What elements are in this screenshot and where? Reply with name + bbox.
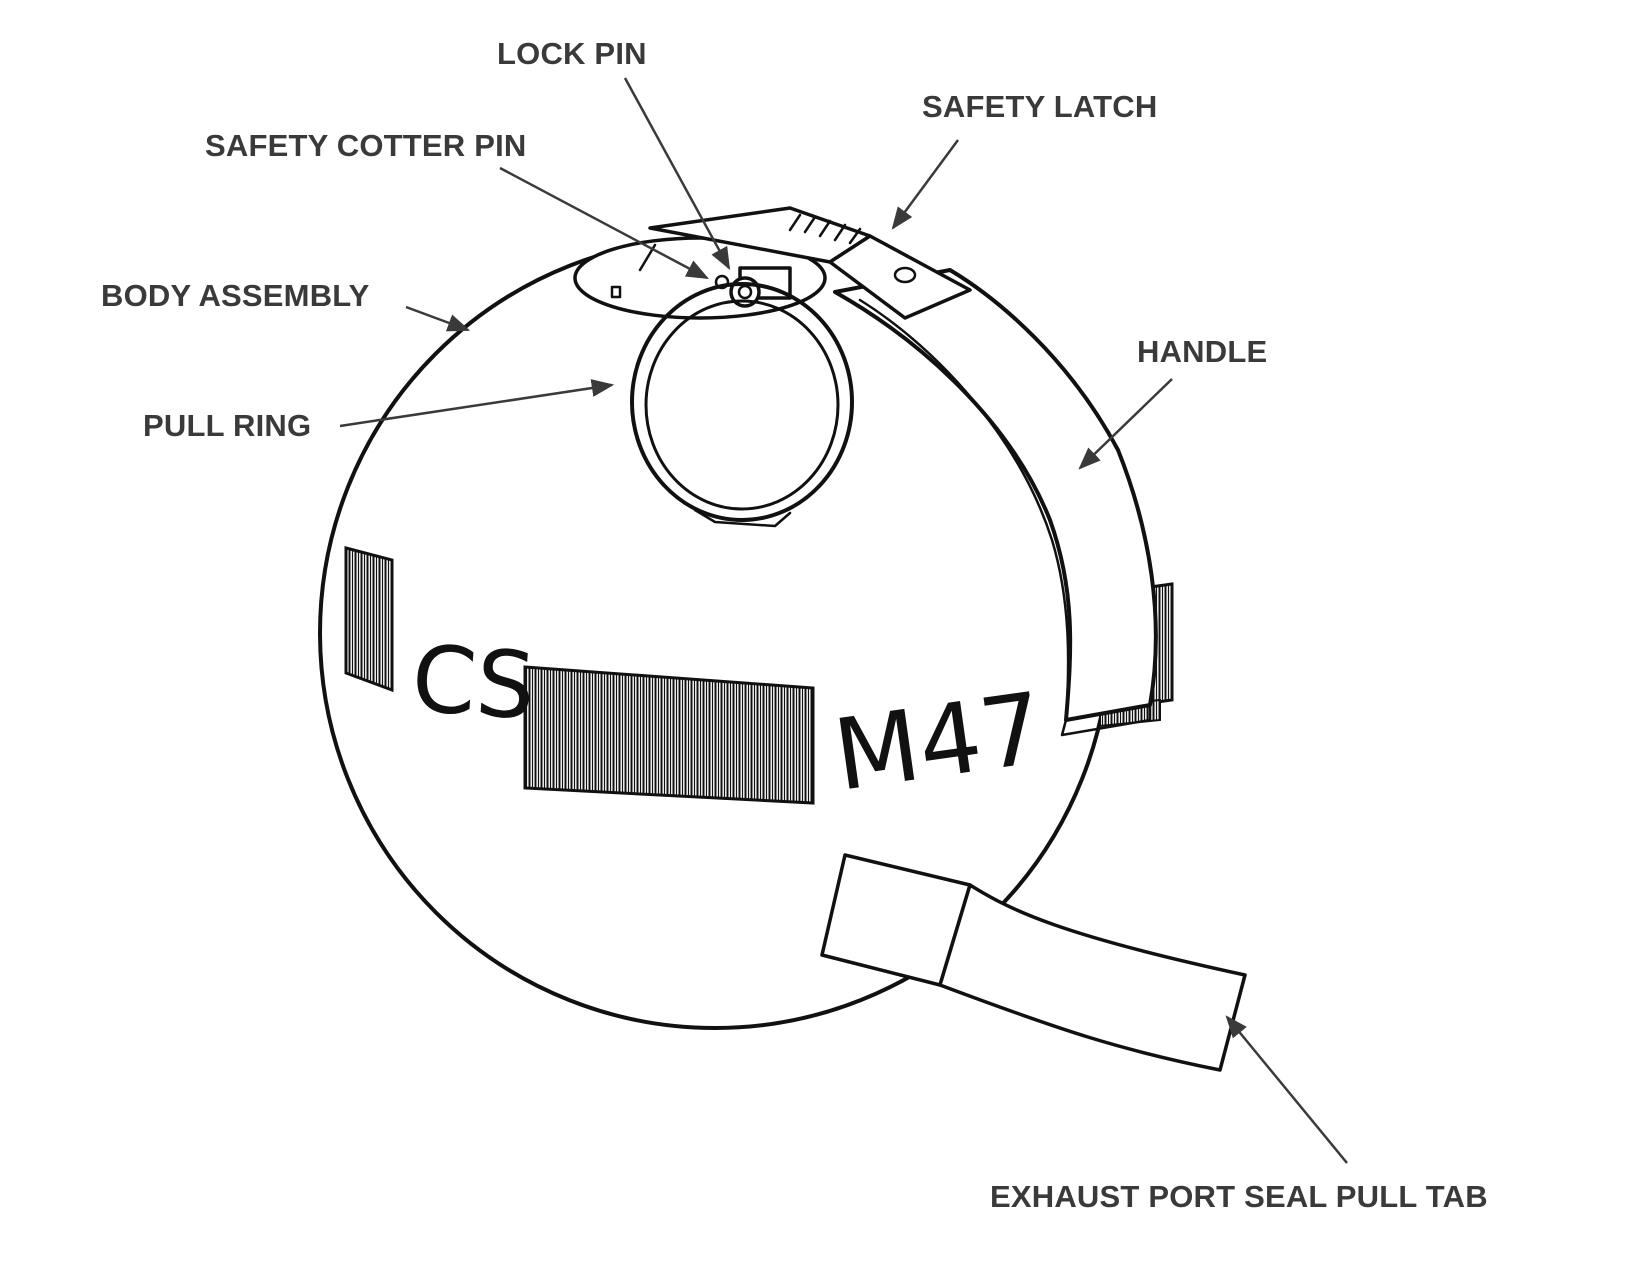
- label-safety-latch: SAFETY LATCH: [922, 89, 1158, 124]
- pull-ring-shape: [630, 282, 854, 528]
- agent-marking: CS: [408, 625, 538, 740]
- leader-lines: [339, 77, 1348, 1164]
- label-safety-cotter-pin: SAFETY COTTER PIN: [205, 128, 527, 163]
- label-handle: HANDLE: [1137, 334, 1268, 369]
- label-lock-pin: LOCK PIN: [497, 36, 647, 71]
- handle-shape: [833, 268, 1158, 737]
- label-body-assembly: BODY ASSEMBLY: [101, 278, 370, 313]
- exhaust-tab-shape: [820, 853, 1247, 1072]
- label-exhaust-port-seal-pull-tab: EXHAUST PORT SEAL PULL TAB: [990, 1179, 1488, 1214]
- label-pull-ring: PULL RING: [143, 408, 312, 443]
